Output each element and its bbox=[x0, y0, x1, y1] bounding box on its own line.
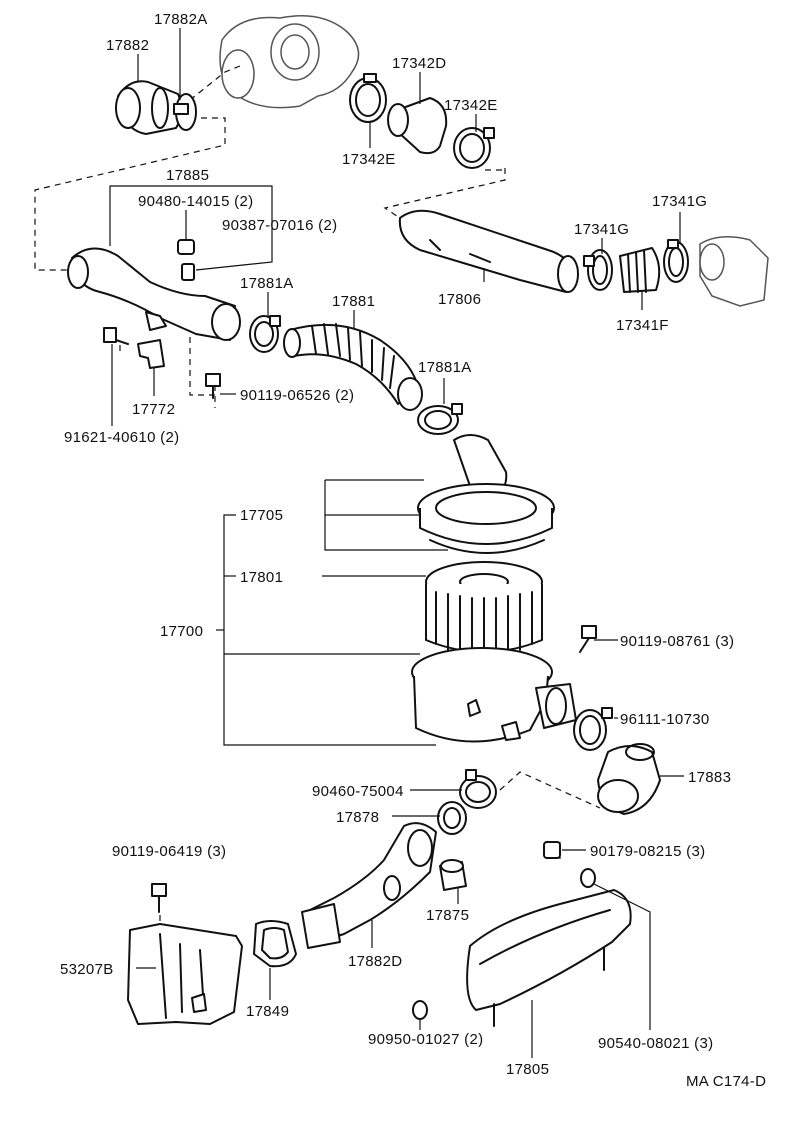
part-90540-grommet bbox=[580, 868, 596, 888]
label-17881A-lower: 17881A bbox=[418, 359, 472, 376]
label-90179-08215: 90179-08215 (3) bbox=[590, 843, 705, 860]
label-91621-40610: 91621-40610 (2) bbox=[64, 429, 179, 446]
label-17342E-left: 17342E bbox=[342, 151, 396, 168]
part-17881-bellows-hose bbox=[283, 323, 423, 411]
label-17875: 17875 bbox=[426, 907, 469, 924]
label-90119-06526: 90119-06526 (2) bbox=[240, 387, 354, 404]
label-17881: 17881 bbox=[332, 293, 375, 310]
part-90119-06419-bolt bbox=[151, 883, 167, 913]
part-17342E-clamp-left bbox=[349, 73, 387, 123]
label-17849: 17849 bbox=[246, 1003, 289, 1020]
part-53207B-bracket bbox=[127, 923, 243, 1025]
part-17341F-hose bbox=[619, 247, 661, 293]
label-90119-08761: 90119-08761 (3) bbox=[620, 633, 734, 650]
part-17705-air-cleaner-cap bbox=[417, 434, 555, 554]
part-17849-gasket bbox=[253, 920, 297, 968]
label-17341G-left: 17341G bbox=[574, 221, 629, 238]
part-17341G-clamp-left bbox=[583, 249, 613, 291]
part-17882A-clamp bbox=[173, 93, 197, 131]
label-17341F: 17341F bbox=[616, 317, 669, 334]
part-90460-clamp bbox=[459, 769, 497, 809]
assembly-guide-lines bbox=[34, 65, 601, 940]
part-17883-hose bbox=[597, 743, 661, 815]
turbocharger-outline bbox=[219, 15, 360, 109]
part-90179-nut bbox=[543, 841, 561, 859]
part-91621-bolt bbox=[103, 327, 129, 345]
part-90387-collar bbox=[181, 263, 195, 281]
label-17342D: 17342D bbox=[392, 55, 446, 72]
label-17806: 17806 bbox=[438, 291, 481, 308]
throttle-body-outline bbox=[699, 236, 769, 307]
leader-lines bbox=[109, 28, 684, 1058]
part-17878-ring bbox=[437, 801, 467, 835]
part-90119-08761-bolt bbox=[579, 625, 597, 653]
part-96111-clamp bbox=[573, 707, 613, 751]
part-17875-sleeve bbox=[439, 859, 467, 891]
label-90460-75004: 90460-75004 bbox=[312, 783, 404, 800]
part-17881A-clamp-upper bbox=[249, 315, 281, 353]
label-90480-14015: 90480-14015 (2) bbox=[138, 193, 253, 210]
part-17805-resonator bbox=[466, 889, 632, 1027]
part-90119-06526-bolt bbox=[205, 373, 221, 399]
figure-code: MA C174-D bbox=[686, 1073, 766, 1090]
part-90950-grommet bbox=[412, 1000, 428, 1020]
label-17882D: 17882D bbox=[348, 953, 402, 970]
label-17881A-upper: 17881A bbox=[240, 275, 294, 292]
label-17705: 17705 bbox=[240, 507, 283, 524]
part-17342E-clamp-right bbox=[453, 127, 495, 169]
label-17885: 17885 bbox=[166, 167, 209, 184]
label-17805: 17805 bbox=[506, 1061, 549, 1078]
part-17341G-clamp-right bbox=[663, 239, 689, 283]
part-17882D-duct bbox=[301, 822, 437, 949]
label-17882A: 17882A bbox=[154, 11, 208, 28]
label-17801: 17801 bbox=[240, 569, 283, 586]
part-17806-duct bbox=[398, 209, 579, 293]
label-90950-01027: 90950-01027 (2) bbox=[368, 1031, 483, 1048]
label-17883: 17883 bbox=[688, 769, 731, 786]
part-17881A-clamp-lower bbox=[417, 403, 463, 435]
label-17878: 17878 bbox=[336, 809, 379, 826]
label-96111-10730: 96111-10730 bbox=[620, 711, 710, 728]
label-17772: 17772 bbox=[132, 401, 175, 418]
part-90480-grommet bbox=[177, 239, 195, 255]
label-90119-06419: 90119-06419 (3) bbox=[112, 843, 226, 860]
label-17341G-right: 17341G bbox=[652, 193, 707, 210]
part-labels: 17882 17882A 17342D 17342E 17342E 17885 … bbox=[60, 11, 766, 1090]
label-90387-07016: 90387-07016 (2) bbox=[222, 217, 337, 234]
label-53207B: 53207B bbox=[60, 961, 114, 978]
label-17342E-right: 17342E bbox=[444, 97, 498, 114]
part-17342D-tube bbox=[387, 97, 448, 155]
label-90540-08021: 90540-08021 (3) bbox=[598, 1035, 713, 1052]
part-17885-pipe bbox=[67, 247, 241, 341]
part-17882-hose bbox=[115, 80, 183, 135]
air-cleaner-case bbox=[411, 647, 577, 743]
label-17882: 17882 bbox=[106, 37, 149, 54]
label-17700: 17700 bbox=[160, 623, 203, 640]
part-17772-bracket bbox=[137, 339, 165, 369]
